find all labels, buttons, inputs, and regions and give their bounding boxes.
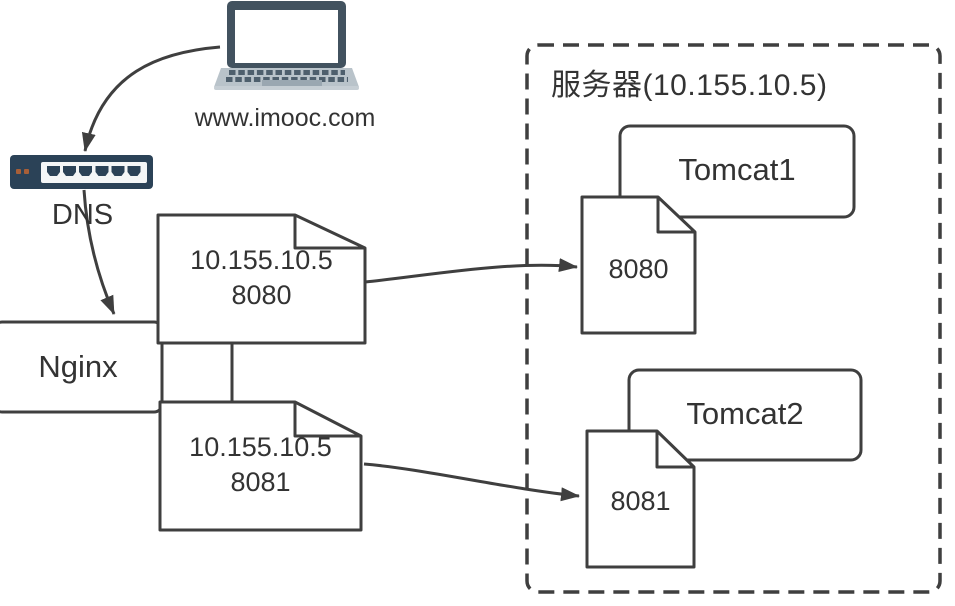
tomcat2-port-label: 8081 — [610, 486, 671, 516]
upstream-8081-port: 8081 — [230, 467, 291, 497]
client-domain-label: www.imooc.com — [194, 104, 376, 132]
upstream-8080-text: 10.155.10.5 8080 — [158, 243, 365, 313]
upstream-8080-port: 8080 — [231, 280, 292, 310]
laptop-icon — [214, 1, 359, 90]
nginx-box — [0, 320, 164, 414]
nginx-label: Nginx — [38, 349, 118, 384]
arrow-dns-to-nginx — [82, 189, 116, 315]
upstream-8080-note — [156, 213, 367, 345]
upstream-8081-ip: 10.155.10.5 — [189, 432, 332, 462]
network-switch-icon — [10, 155, 153, 189]
arrow-8081-to-tomcat2 — [363, 462, 580, 502]
tomcat1-label: Tomcat1 — [678, 152, 796, 187]
tomcat1-box — [618, 124, 856, 219]
upstream-8081-note — [158, 400, 363, 532]
upstream-8080-ip: 10.155.10.5 — [190, 245, 333, 275]
tomcat2-box — [627, 368, 863, 462]
tomcat1-port-note — [580, 195, 697, 335]
upstream-8081-text: 10.155.10.5 8081 — [160, 430, 361, 500]
tomcat1-port-label: 8080 — [608, 254, 669, 284]
server-group-title: 服务器(10.155.10.5) — [551, 69, 828, 102]
arrow-client-to-dns — [81, 45, 221, 152]
arrow-8080-to-tomcat1 — [364, 258, 578, 284]
tomcat2-label: Tomcat2 — [686, 396, 804, 431]
tomcat2-port-note — [585, 429, 696, 569]
dns-label: DNS — [51, 199, 114, 231]
